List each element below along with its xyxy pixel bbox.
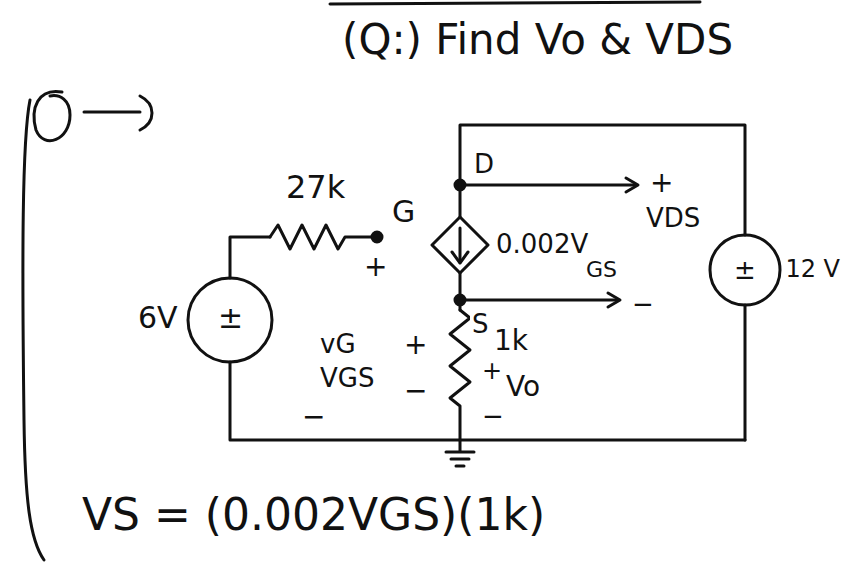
voltage-name: vG: [318, 330, 358, 358]
polarity-mark: ±: [216, 302, 245, 334]
polarity-mark: +: [402, 330, 429, 360]
terminal-name: S: [470, 310, 491, 338]
source-gain: 0.002V: [494, 230, 590, 258]
polarity-mark: ±: [732, 256, 758, 284]
voltage-name: VDS: [644, 204, 702, 232]
polarity-mark: +: [648, 168, 675, 198]
question-title: (Q:) Find Vo & VDS: [340, 18, 735, 62]
polarity-mark: −: [630, 290, 656, 318]
resistor-value: 1k: [492, 326, 530, 356]
voltage-name: Vo: [504, 372, 542, 402]
voltage-name: VGS: [318, 364, 376, 392]
polarity-mark: −: [480, 402, 506, 430]
polarity-mark: −: [300, 402, 327, 432]
terminal-name: G: [390, 196, 417, 228]
source-value: 6V: [136, 302, 180, 334]
equation-note: VS = (0.002VGS)(1k): [80, 492, 547, 538]
terminal-name: D: [472, 150, 496, 178]
resistor-value: 27k: [284, 170, 347, 204]
source-gain-subscript: GS: [584, 258, 619, 282]
polarity-mark: +: [480, 358, 504, 384]
polarity-mark: −: [402, 376, 429, 406]
polarity-mark: +: [362, 252, 389, 282]
source-value: 12 V: [783, 256, 842, 282]
